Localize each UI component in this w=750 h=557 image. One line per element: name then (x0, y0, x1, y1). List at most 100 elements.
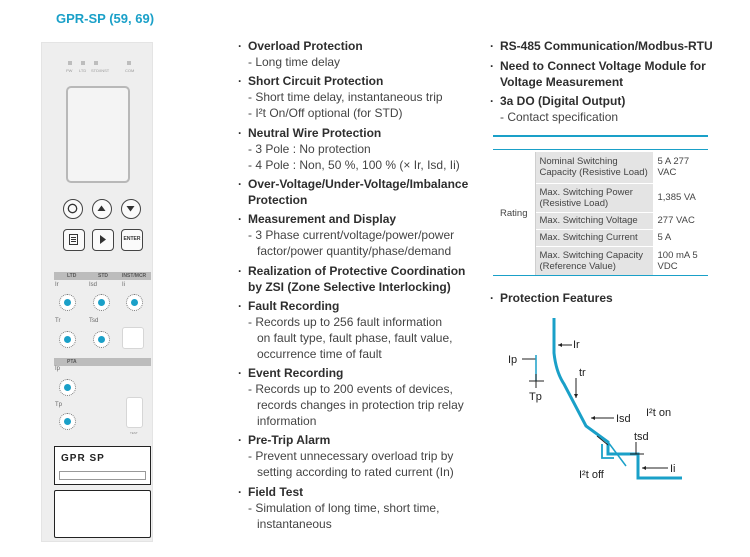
dial-label: Ip (55, 366, 61, 372)
chevron-down-icon (126, 206, 135, 212)
led-com (127, 61, 131, 65)
arrow-head (591, 416, 595, 420)
test-slot[interactable] (126, 397, 143, 428)
feature-fault-recording: Fault Recording - Records up to 256 faul… (248, 298, 452, 362)
table-row: Max. Switching Current 5 A (493, 229, 708, 247)
feature-measurement: Measurement and Display - 3 Phase curren… (248, 211, 454, 259)
feature-line: records changes in protection trip relay (257, 398, 464, 412)
enter-button[interactable]: ENTER (121, 229, 143, 251)
rating-name: Max. Switching Current (535, 229, 654, 247)
chevron-up-icon (97, 205, 106, 211)
relay-device-illustration: PW LTD STD/INST COM ENTER LTD STD INST/M… (41, 42, 153, 542)
section-label: PTA (67, 359, 77, 365)
feature-neutral-wire: Neutral Wire Protection - 3 Pole : No pr… (248, 125, 460, 173)
feature-line: - Contact specification (500, 110, 619, 124)
feature-heading: Need to Connect Voltage Module for Volta… (500, 58, 710, 90)
play-button[interactable] (92, 229, 114, 251)
menu-icon (69, 234, 78, 245)
dial-label: Ir (55, 282, 59, 288)
feature-line: - 3 Phase current/voltage/power/power (248, 228, 455, 242)
table-top-rule (493, 149, 708, 150)
brand-panel: GPR SP (54, 446, 151, 485)
feature-field-test: Field Test - Simulation of long time, sh… (248, 484, 439, 532)
table-row: Max. Switching Voltage 277 VAC (493, 212, 708, 230)
feature-line: - Simulation of long time, short time, (248, 501, 440, 515)
page-title: GPR-SP (59, 69) (56, 11, 155, 26)
rating-value: 277 VAC (653, 212, 708, 230)
led-pw (68, 61, 72, 65)
led-label: STD/INST (91, 68, 110, 73)
feature-line: - Records up to 256 fault information (248, 315, 443, 329)
feature-heading: Realization of Protective Coordination b… (248, 263, 480, 295)
led-label: PW (66, 68, 73, 73)
feature-voltage: Over-Voltage/Under-Voltage/Imbalance Pro… (248, 176, 478, 208)
feature-heading: Overload Protection (248, 38, 363, 54)
dial-label: Tr (55, 318, 61, 324)
table-row: Max. Switching Power (Resistive Load) 1,… (493, 183, 708, 213)
tp-dial[interactable] (59, 413, 76, 430)
feature-overload: Overload Protection - Long time delay (248, 38, 363, 70)
rating-value: 1,385 VA (653, 183, 708, 213)
protection-features-heading: Protection Features (500, 290, 613, 306)
feature-heading: 3a DO (Digital Output) (500, 93, 625, 109)
isd-dial[interactable] (93, 294, 110, 311)
bottom-cover (54, 490, 151, 538)
power-button[interactable] (63, 199, 83, 219)
divider (493, 135, 708, 137)
feature-heading: RS-485 Communication/Modbus-RTU (500, 38, 713, 54)
led-ltd (81, 61, 85, 65)
feature-line: - 4 Pole : Non, 50 %, 100 % (× Ir, Isd, … (248, 158, 460, 172)
feature-short-circuit: Short Circuit Protection - Short time de… (248, 73, 443, 121)
feature-line: - 3 Pole : No protection (248, 142, 371, 156)
tr-dial[interactable] (59, 331, 76, 348)
ir-dial[interactable] (59, 294, 76, 311)
led-label: LTD (79, 68, 87, 73)
label-i2t-off: I²t off (579, 469, 605, 481)
ii-dial[interactable] (126, 294, 143, 311)
arrow-head (574, 394, 578, 398)
i2t-off-mark (601, 444, 614, 459)
i2t-off-branch (607, 441, 627, 467)
label-ii: Ii (670, 463, 676, 475)
menu-button[interactable] (63, 229, 85, 251)
rating-value: 5 A 277 VAC (653, 152, 708, 184)
feature-line: on fault type, fault phase, fault value, (257, 331, 453, 345)
i2t-on-line (596, 435, 609, 446)
label-tp: Tp (529, 391, 542, 403)
arrow-head (558, 343, 562, 347)
dial-label: Ii (122, 282, 125, 288)
feature-pre-trip-alarm: Pre-Trip Alarm - Prevent unnecessary ove… (248, 432, 454, 480)
label-i2t-on: I²t on (646, 407, 671, 419)
feature-heading: Field Test (248, 484, 439, 500)
tsd-dial[interactable] (93, 331, 110, 348)
dial-label: Tp (55, 402, 63, 408)
label-ip: Ip (508, 354, 517, 366)
table-row: Max. Switching Capacity (Reference Value… (493, 246, 708, 276)
label-tsd: tsd (634, 431, 649, 443)
rating-value: 100 mA 5 VDC (653, 246, 708, 276)
refresh-icon (67, 203, 78, 214)
feature-line: occurrence time of fault (257, 347, 382, 361)
rating-value: 5 A (653, 229, 708, 247)
rating-name: Max. Switching Voltage (535, 212, 654, 230)
feature-line: - I²t On/Off optional (for STD) (248, 106, 403, 120)
rating-table: Rating Nominal Switching Capacity (Resis… (493, 152, 708, 276)
feature-line: - Prevent unnecessary overload trip by (248, 449, 454, 463)
down-button[interactable] (121, 199, 141, 219)
protection-settings-bar: LTD STD INST/MCR (54, 272, 151, 280)
feature-zsi: Realization of Protective Coordination b… (248, 263, 480, 295)
up-button[interactable] (92, 199, 112, 219)
feature-heading: Pre-Trip Alarm (248, 432, 454, 448)
i2t-switch[interactable] (122, 327, 144, 349)
feature-line: setting according to rated current (In) (257, 465, 454, 479)
trip-curve (552, 318, 682, 480)
test-label: TEST (130, 431, 138, 435)
feature-line: information (257, 414, 317, 428)
table-bottom-rule (493, 275, 708, 276)
feature-heading: Over-Voltage/Under-Voltage/Imbalance Pro… (248, 176, 478, 208)
ip-dial[interactable] (59, 379, 76, 396)
section-label: LTD (67, 273, 77, 279)
feature-heading: Short Circuit Protection (248, 73, 443, 89)
feature-heading: Protection Features (500, 290, 613, 306)
feature-line: instantaneous (257, 517, 332, 531)
